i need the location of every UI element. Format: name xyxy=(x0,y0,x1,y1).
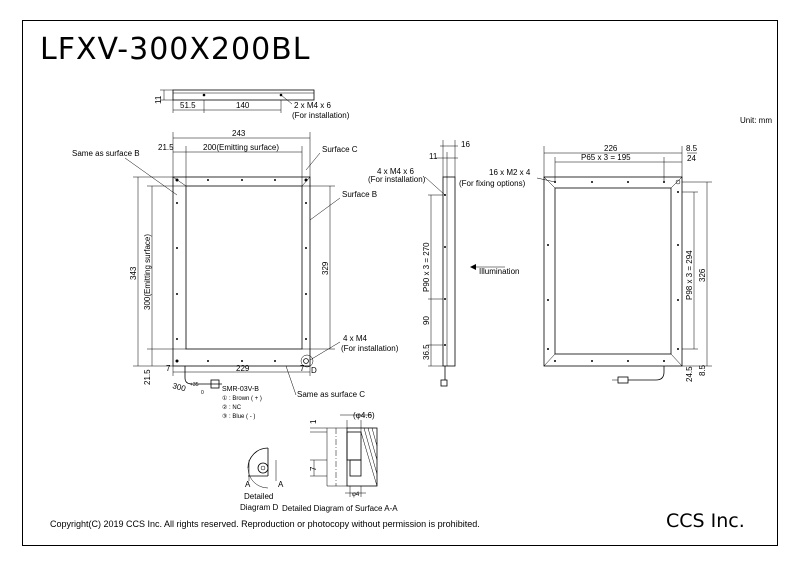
front-holes-m4-note: (For installation) xyxy=(341,344,399,353)
detail-d-hole xyxy=(257,462,269,474)
dim-side-16: 16 xyxy=(461,140,470,149)
dim-200-emitting: 200(Emitting surface) xyxy=(203,143,279,152)
dim-326: 326 xyxy=(698,268,707,282)
label-same-as-c: Same as surface C xyxy=(297,390,365,399)
connector-body xyxy=(210,379,220,389)
back-cable xyxy=(628,366,665,381)
top-holes-note: (For installation) xyxy=(292,111,350,120)
top-holes-label: 2 x M4 x 6 xyxy=(294,101,331,110)
front-outer-frame xyxy=(172,176,311,367)
side-view: 16 11 4 x M4 x 6 (For installation) P90 … xyxy=(368,140,519,387)
pin-2: ② : NC xyxy=(222,404,242,411)
mount-hole-marker xyxy=(202,93,206,97)
dim-229: 229 xyxy=(236,364,250,373)
drawing-frame xyxy=(22,20,778,546)
dim-aa-phi-4: φ4 xyxy=(352,492,360,498)
dim-243: 243 xyxy=(232,129,246,138)
top-view: 11 51.5 140 2 x M4 x 6 (For installation… xyxy=(154,89,350,120)
section-label-a-right: A xyxy=(278,480,284,489)
illumination-label: Illumination xyxy=(479,267,519,276)
cable-tolerance: +35 xyxy=(190,382,199,388)
label-surface-c: Surface C xyxy=(322,145,358,154)
dim-24: 24 xyxy=(687,154,696,163)
label-surface-b: Surface B xyxy=(342,190,377,199)
dim-aa-phi-4-6: (φ4.6) xyxy=(353,411,375,420)
unit-label: Unit: mm xyxy=(740,116,772,125)
dim-21-5-bottom: 21.5 xyxy=(143,369,152,385)
dim-pitch-195: P65 x 3 = 195 xyxy=(581,153,631,162)
company-name: CCS Inc. xyxy=(666,510,745,532)
dim-pitch-294: P98 x 3 = 294 xyxy=(685,250,694,300)
detail-surface-a-a: 1 7 (φ4.6) φ4 Detailed Diagram of Surfac… xyxy=(282,411,398,513)
side-holes: 4 x M4 x 6 xyxy=(377,167,414,176)
top-view-outline xyxy=(172,89,315,101)
back-connector xyxy=(617,376,629,384)
drawing-title: LFXV-300X200BL xyxy=(40,32,311,67)
dim-8-5-bottom: 8.5 xyxy=(698,364,707,376)
dim-pitch-270: P90 x 3 = 270 xyxy=(422,242,431,292)
dim-top-11: 11 xyxy=(154,95,163,104)
front-holes-m4: 4 x M4 xyxy=(343,334,368,343)
side-holes-note: (For installation) xyxy=(368,175,426,184)
detail-d-caption-2: Diagram D xyxy=(240,503,278,512)
dim-side-11: 11 xyxy=(429,152,438,161)
cable-length: 300 xyxy=(171,381,187,393)
connector-model: SMR-03V-B xyxy=(222,386,259,393)
side-connector xyxy=(440,379,448,387)
dim-side-36-5: 36.5 xyxy=(422,344,431,360)
dim-aa-7: 7 xyxy=(309,466,318,471)
back-view: 226 8.5 P65 x 3 = 195 24 16 x M2 x 4 (Fo… xyxy=(459,144,712,384)
back-holes-note: (For fixing options) xyxy=(459,179,526,188)
dim-24-5: 24.5 xyxy=(685,366,694,382)
section-body xyxy=(346,427,378,487)
back-inner-panel xyxy=(554,187,672,355)
dim-top-140: 140 xyxy=(236,101,250,110)
dim-top-51-5: 51.5 xyxy=(180,101,196,110)
copyright-notice: Copyright(C) 2019 CCS Inc. All rights re… xyxy=(50,519,480,529)
dim-343: 343 xyxy=(129,266,138,280)
detail-d-marker: D xyxy=(311,366,317,375)
dim-21-5-top: 21.5 xyxy=(158,143,174,152)
detail-aa-caption: Detailed Diagram of Surface A-A xyxy=(282,504,398,513)
dim-8-5-top: 8.5 xyxy=(686,144,698,153)
front-view: 243 21.5 200(Emitting surface) Same as s… xyxy=(72,129,399,420)
dim-329: 329 xyxy=(321,261,330,275)
side-hole-markers xyxy=(444,194,446,346)
cable-tolerance-min: 0 xyxy=(201,390,204,396)
section-label-a-left: A xyxy=(245,480,251,489)
cable xyxy=(184,366,222,385)
emitting-surface xyxy=(185,185,303,350)
dim-7-left: 7 xyxy=(166,364,171,373)
dim-300-emitting: 300(Emitting surface) xyxy=(143,234,152,310)
dim-side-90: 90 xyxy=(422,316,431,325)
back-holes: 16 x M2 x 4 xyxy=(489,168,531,177)
detail-diagram-d: A A Detailed Diagram D xyxy=(240,447,284,512)
pin-1: ① : Brown ( + ) xyxy=(222,395,262,402)
label-same-as-b: Same as surface B xyxy=(72,149,140,158)
dim-7-right: 7 xyxy=(300,364,305,373)
dim-aa-1: 1 xyxy=(309,419,318,424)
back-outer-frame xyxy=(543,176,683,367)
pin-3: ③ : Blue ( - ) xyxy=(222,413,255,420)
front-edge-screws xyxy=(176,179,307,362)
back-fixing-holes xyxy=(547,179,681,362)
detail-d-caption-1: Detailed xyxy=(244,492,273,501)
dim-226: 226 xyxy=(604,144,618,153)
side-outline xyxy=(442,176,456,367)
